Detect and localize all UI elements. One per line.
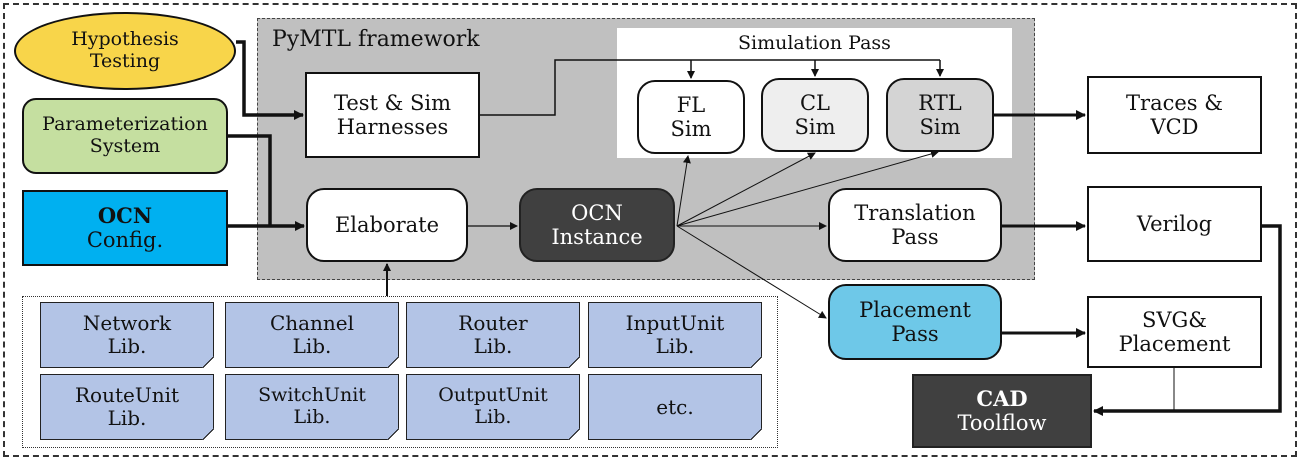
simulation-pass-label: Simulation Pass xyxy=(738,32,891,54)
library-region xyxy=(22,296,778,448)
etc-lib: etc. xyxy=(588,374,762,440)
svg-placement-node: SVG&Placement xyxy=(1087,296,1262,368)
traces-vcd-node: Traces &VCD xyxy=(1087,76,1262,154)
verilog-node: Verilog xyxy=(1087,186,1262,262)
outer-frame xyxy=(3,3,1297,457)
elaborate-node: Elaborate xyxy=(306,188,468,262)
framework-label: PyMTL framework xyxy=(272,27,480,52)
